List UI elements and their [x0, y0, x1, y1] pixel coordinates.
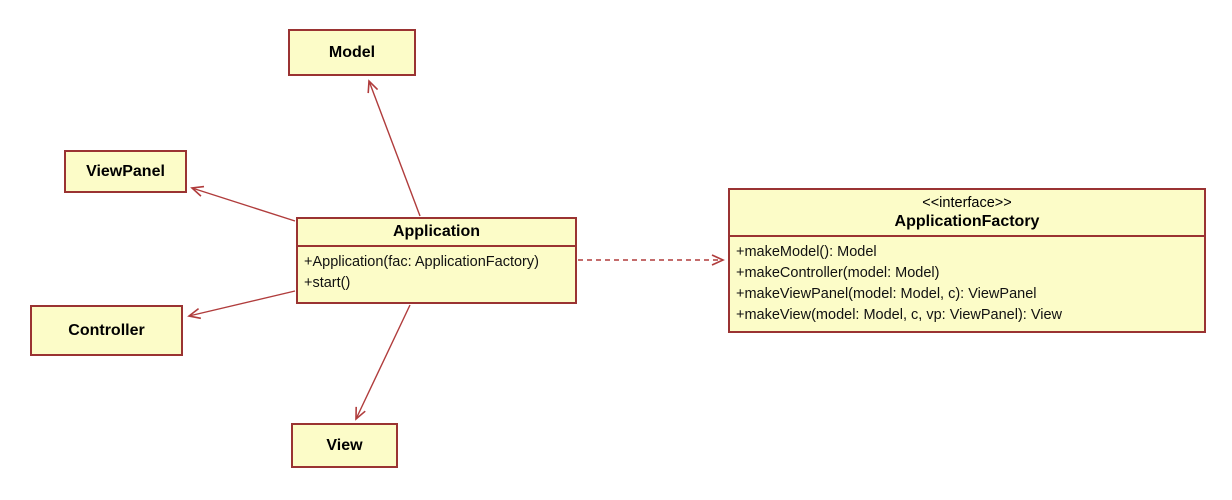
class-name-application: Application — [392, 223, 481, 240]
class-methods-compartment: +makeModel(): Model +makeController(mode… — [730, 237, 1204, 326]
arrow-application-to-viewpanel[interactable] — [190, 185, 296, 222]
method-item: +makeController(model: Model) — [736, 265, 940, 281]
class-title-compartment: <<interface>> ApplicationFactory — [730, 190, 1204, 237]
class-box-applicationfactory[interactable]: <<interface>> ApplicationFactory +makeMo… — [728, 188, 1206, 333]
class-box-viewpanel[interactable]: ViewPanel — [64, 150, 187, 193]
arrow-application-to-model[interactable] — [367, 79, 421, 217]
class-name-view: View — [326, 436, 363, 454]
method-item: +makeViewPanel(model: Model, c): ViewPan… — [736, 286, 1037, 302]
class-name-viewpanel: ViewPanel — [86, 162, 165, 180]
class-box-controller[interactable]: Controller — [30, 305, 183, 356]
method-item: +start() — [304, 275, 351, 291]
method-item: +makeModel(): Model — [736, 244, 877, 260]
method-item: +Application(fac: ApplicationFactory) — [304, 254, 539, 270]
class-box-application[interactable]: Application +Application(fac: Applicatio… — [296, 217, 577, 304]
arrow-application-to-controller[interactable] — [187, 290, 296, 320]
method-item: +makeView(model: Model, c, vp: ViewPanel… — [736, 307, 1063, 323]
arrow-application-to-view[interactable] — [355, 304, 411, 421]
class-title-compartment: Application — [298, 219, 575, 247]
class-name-model: Model — [328, 43, 376, 61]
class-methods-compartment: +Application(fac: ApplicationFactory) +s… — [298, 247, 575, 294]
class-name-applicationfactory: ApplicationFactory — [894, 213, 1040, 230]
class-name-controller: Controller — [68, 321, 145, 339]
class-box-view[interactable]: View — [291, 423, 398, 468]
class-box-model[interactable]: Model — [288, 29, 416, 76]
interface-stereotype: <<interface>> — [922, 195, 1012, 211]
